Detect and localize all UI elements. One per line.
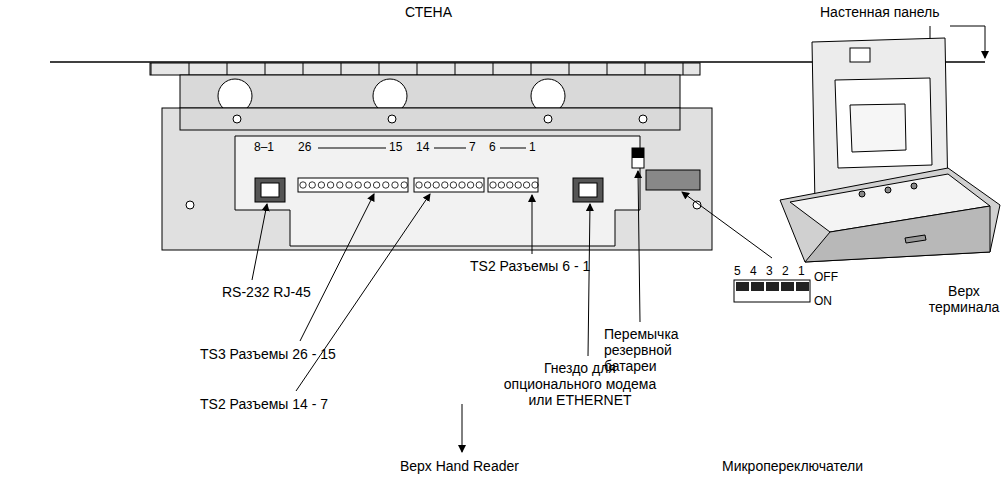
callout-text: Настенная панель	[820, 4, 940, 20]
terminal-screw	[442, 182, 448, 188]
switch-state: ON	[814, 294, 832, 308]
terminal-screw	[433, 182, 439, 188]
pin-number: 1	[529, 140, 536, 154]
dip-switch	[734, 280, 810, 302]
callout-text: Верх терминала	[926, 283, 1002, 315]
rj45-socket-opening	[261, 183, 279, 197]
reader-housing	[162, 108, 712, 250]
terminal-screw	[392, 182, 398, 188]
ts3-terminal-strip	[298, 178, 408, 192]
dip-lever	[751, 282, 764, 291]
terminal-screws	[300, 182, 538, 188]
terminal-screw	[476, 182, 482, 188]
battery-jumper-cap	[632, 148, 644, 158]
dip-lever	[766, 282, 779, 291]
terminal-screw	[450, 182, 456, 188]
dip-switch-block	[646, 170, 700, 190]
ts2-terminal-strip	[488, 178, 538, 192]
callout-text: Перемычка резервной батареи	[604, 326, 686, 374]
dip-levers	[736, 282, 809, 291]
terminal-screw	[364, 182, 370, 188]
dip-lever	[781, 282, 794, 291]
terminal-screw	[459, 182, 465, 188]
dip-lever	[736, 282, 749, 291]
callout-text: TS2 Разъемы 14 - 7	[200, 396, 328, 412]
terminal-screw	[507, 182, 513, 188]
ts2-terminal-strip	[414, 178, 484, 192]
mount-bracket	[180, 75, 680, 130]
terminal-screw	[490, 182, 496, 188]
terminal-screw	[346, 182, 352, 188]
switch-state: OFF	[814, 270, 838, 284]
terminal-screw	[467, 182, 473, 188]
pin-number: 26	[298, 140, 311, 154]
pin-number: 6	[489, 140, 496, 154]
callout-text: Верх Hand Reader	[400, 458, 519, 474]
terminal-screw	[515, 182, 521, 188]
terminal-screw	[498, 182, 504, 188]
terminal-screw	[532, 182, 538, 188]
terminal-screw	[373, 182, 379, 188]
pin-number: 7	[469, 140, 476, 154]
terminal-illustration	[780, 38, 1000, 262]
pin-number: 14	[416, 140, 429, 154]
pin-range: 8–1	[254, 140, 274, 154]
callout-text: RS-232 RJ-45	[222, 284, 311, 300]
callout-text: Микропереключатели	[722, 458, 863, 474]
terminal-screw	[300, 182, 306, 188]
mount-bracket-lower	[180, 108, 680, 130]
callout-text: TS2 Разъемы 6 - 1	[470, 258, 590, 274]
terminal-screw	[309, 182, 315, 188]
battery-jumper	[632, 148, 644, 168]
wall-band	[150, 63, 700, 75]
terminal-screw	[401, 182, 407, 188]
callout-text: Гнездо для опционального модема или ETHE…	[500, 360, 660, 408]
rj45-socket	[255, 178, 285, 202]
terminal-screw	[327, 182, 333, 188]
wall-label: СТЕНА	[405, 4, 452, 20]
connector-panel	[235, 136, 640, 246]
terminal-screw	[416, 182, 422, 188]
terminal-screw	[337, 182, 343, 188]
terminal-screw	[523, 182, 529, 188]
terminal-screw	[383, 182, 389, 188]
switch-numbers: 5 4 3 2 1	[734, 264, 805, 278]
callout-text: TS3 Разъемы 26 - 15	[200, 346, 336, 362]
pin-number: 15	[389, 140, 402, 154]
terminal-screw	[355, 182, 361, 188]
terminal-screw	[424, 182, 430, 188]
dip-lever	[796, 282, 809, 291]
modem-socket	[573, 178, 603, 202]
wall-band-ticks	[150, 63, 700, 75]
terminal-screw	[318, 182, 324, 188]
modem-socket-opening	[579, 183, 597, 197]
